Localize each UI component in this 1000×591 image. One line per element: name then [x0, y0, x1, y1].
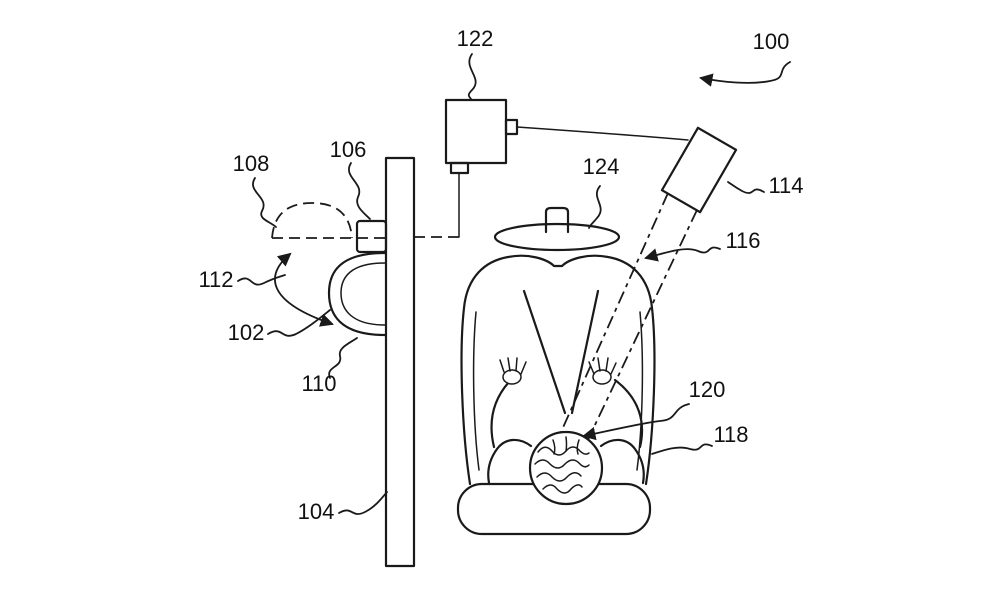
ref-label-114: 114: [768, 173, 803, 198]
chair-with-person: [456, 254, 656, 536]
leader-118: [651, 443, 713, 455]
leader-124: [588, 185, 602, 229]
rotation-arrow: [274, 252, 334, 327]
chair-body-outline: [460, 254, 656, 486]
wall-panel: [384, 156, 416, 568]
ref-label-100: 100: [753, 29, 790, 54]
leader-lines: [237, 53, 791, 515]
leader-112: [237, 274, 286, 286]
headrest-stand: [493, 206, 621, 252]
curved-dish-emitter: [327, 251, 387, 337]
leader-102: [267, 309, 331, 337]
ref-label-120: 120: [689, 377, 726, 402]
leader-108: [252, 177, 277, 228]
reference-numerals: 122 100 106 108 124 114 116 112 102 110 …: [198, 26, 803, 524]
projection-beams: [556, 192, 698, 447]
ref-label-118: 118: [713, 422, 748, 447]
leader-106: [348, 162, 371, 220]
leader-114: [727, 181, 765, 194]
leader-110: [328, 337, 358, 379]
ref-label-112: 112: [198, 267, 233, 292]
ref-label-108: 108: [233, 151, 270, 176]
person-shoulders: [487, 438, 645, 485]
ref-label-110: 110: [301, 371, 336, 396]
dashed-reference-outline: [271, 202, 459, 239]
ref-label-102: 102: [228, 320, 265, 345]
leader-122: [467, 53, 477, 100]
leader-100-arrow: [699, 61, 791, 87]
person-legs: [522, 289, 600, 415]
person-hands: [499, 357, 617, 385]
person-head: [528, 430, 604, 506]
ref-label-106: 106: [330, 137, 367, 162]
person-arms: [490, 378, 644, 449]
projector-unit: [660, 126, 738, 214]
control-box: [444, 98, 689, 238]
leader-120-arrow: [582, 403, 690, 441]
leader-116-arrow: [644, 246, 721, 262]
ref-label-124: 124: [583, 154, 620, 179]
ref-label-116: 116: [725, 228, 760, 253]
mount-bracket: [355, 219, 388, 254]
ref-label-122: 122: [457, 26, 494, 51]
ref-label-104: 104: [298, 499, 335, 524]
leader-104: [338, 491, 388, 515]
